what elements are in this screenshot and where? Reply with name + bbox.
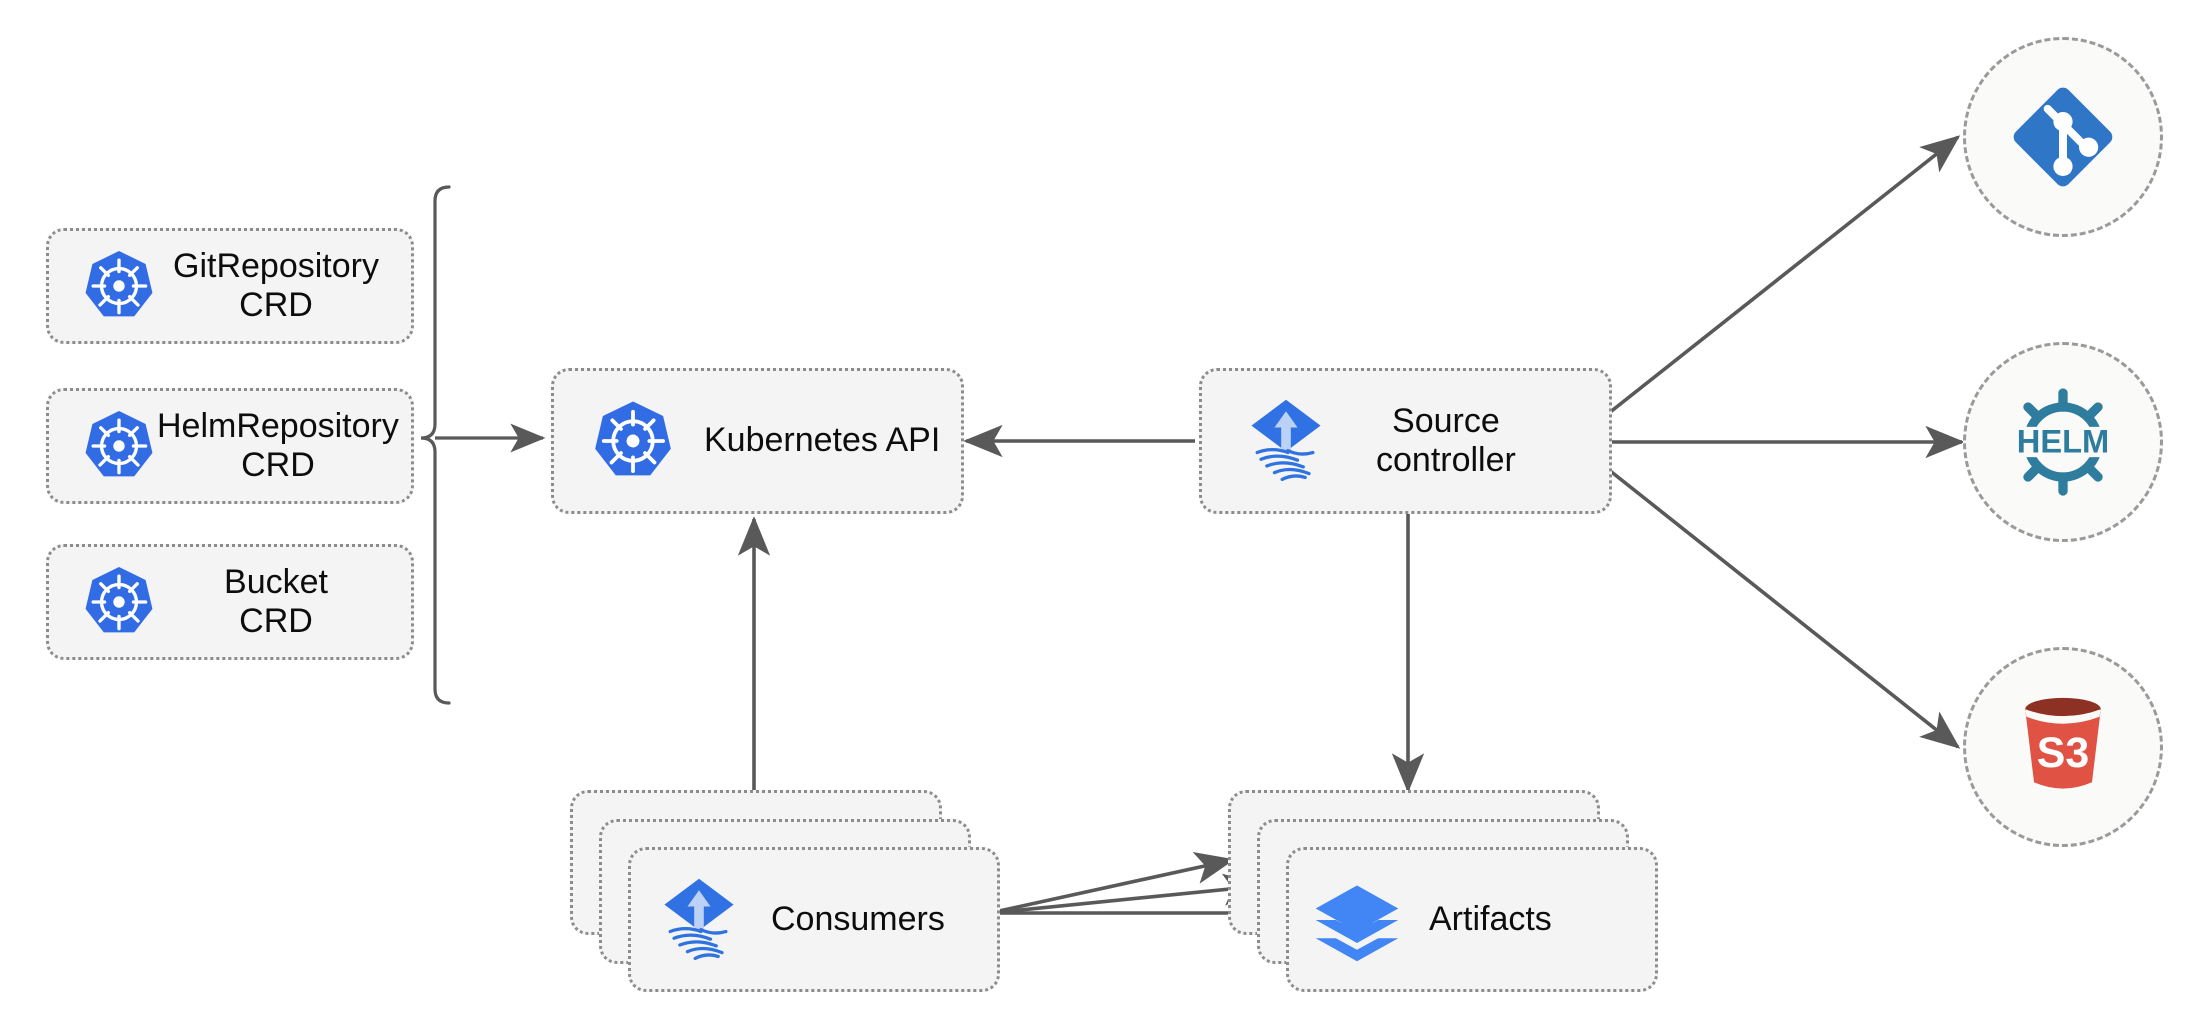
flux-icon: [664, 878, 734, 960]
crd-group-brace: [420, 185, 451, 705]
crd-label: HelmRepository CRD: [157, 406, 399, 484]
s3-icon: S3: [2025, 697, 2101, 789]
helm-icon: HELM: [2011, 388, 2115, 496]
node-kubernetes-api[interactable]: Kubernetes API: [551, 368, 964, 514]
kubernetes-icon: [85, 251, 153, 317]
node-source-controller[interactable]: Source controller: [1199, 368, 1612, 514]
edge-source-controller-to-s3: [1607, 468, 1961, 749]
crd-card-gitrepository[interactable]: GitRepository CRD: [46, 228, 414, 344]
crd-label: Bucket CRD: [224, 562, 328, 640]
node-label: Source controller: [1376, 401, 1516, 479]
source-circle-helm[interactable]: HELM: [1963, 342, 2163, 542]
edge-consumers-to-artifacts-2: [989, 873, 1263, 915]
edge-source-controller-to-git: [1607, 135, 1961, 415]
layers-icon: [1315, 884, 1399, 961]
node-artifacts[interactable]: Artifacts: [1228, 790, 1658, 992]
edge-consumers-to-artifacts-1: [989, 852, 1235, 915]
node-consumers[interactable]: Consumers: [570, 790, 1000, 992]
crd-card-bucket[interactable]: Bucket CRD: [46, 544, 414, 660]
s3-wordmark: S3: [2037, 729, 2089, 777]
crd-card-helmrepository[interactable]: HelmRepository CRD: [46, 388, 414, 504]
kubernetes-icon: [85, 567, 153, 633]
node-label: Consumers: [771, 899, 945, 938]
crd-label: GitRepository CRD: [173, 246, 379, 324]
git-icon: [2013, 87, 2113, 187]
helm-wordmark: HELM: [2017, 423, 2110, 460]
kubernetes-icon: [85, 411, 153, 477]
artifacts-sheet-front[interactable]: Artifacts: [1286, 847, 1658, 992]
kubernetes-icon: [595, 401, 671, 476]
node-label: Artifacts: [1429, 899, 1552, 938]
source-circle-git[interactable]: [1963, 37, 2163, 237]
consumers-sheet-front[interactable]: Consumers: [628, 847, 1000, 992]
source-circle-s3[interactable]: S3: [1963, 647, 2163, 847]
flux-icon: [1251, 399, 1321, 482]
node-label: Kubernetes API: [704, 421, 941, 460]
